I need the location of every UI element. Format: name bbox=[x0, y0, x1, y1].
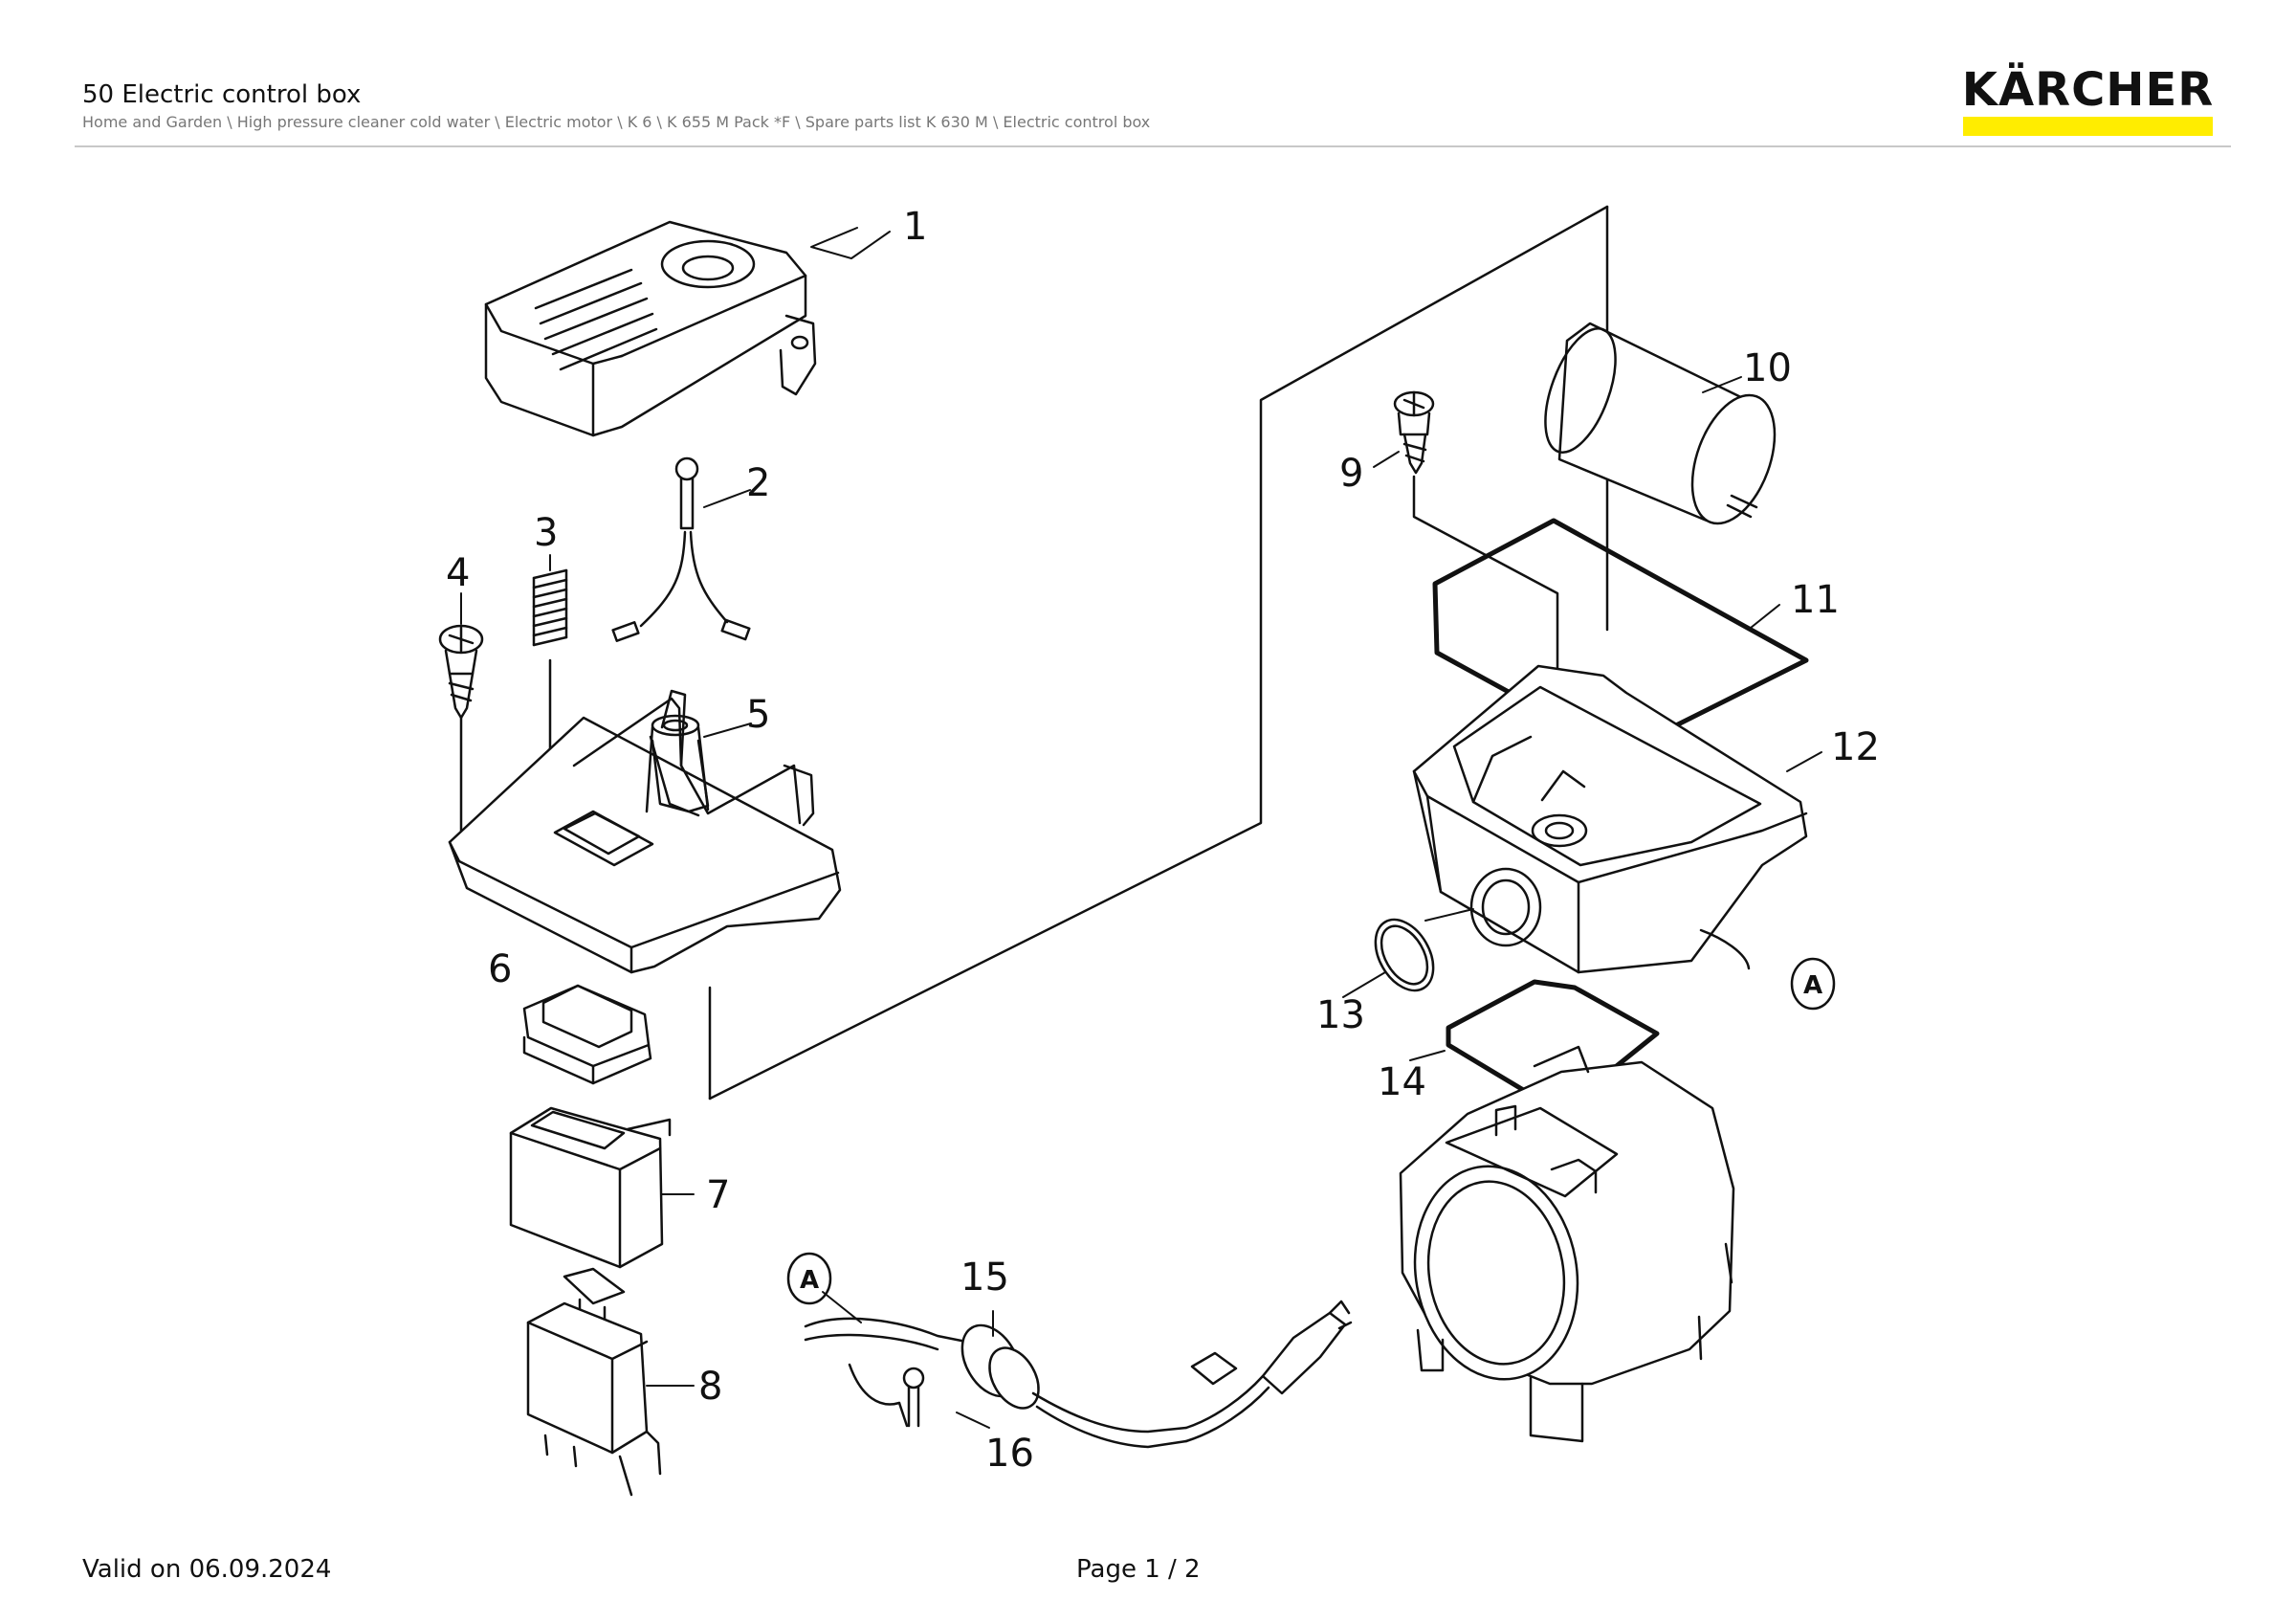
part-switch-housing bbox=[448, 689, 842, 974]
part-power-cord bbox=[804, 1300, 1353, 1449]
assembly-outline-lines bbox=[708, 205, 1609, 1101]
callout-11: 11 bbox=[1791, 578, 1840, 622]
reference-marker-left: A bbox=[786, 1252, 832, 1305]
page-title: 50 Electric control box bbox=[82, 80, 362, 109]
callout-2: 2 bbox=[746, 461, 770, 505]
valid-date: Valid on 06.09.2024 bbox=[82, 1555, 332, 1584]
callout-14: 14 bbox=[1378, 1060, 1426, 1104]
header-divider bbox=[75, 145, 2231, 147]
callout-15: 15 bbox=[960, 1256, 1009, 1300]
svg-text:A: A bbox=[1803, 971, 1822, 1000]
callout-4: 4 bbox=[446, 551, 470, 595]
callout-9: 9 bbox=[1339, 452, 1363, 496]
callout-3: 3 bbox=[534, 511, 558, 555]
part-capacitor bbox=[1544, 322, 1777, 525]
callout-8: 8 bbox=[698, 1365, 722, 1409]
reference-marker-right: A bbox=[1790, 957, 1836, 1011]
callout-10: 10 bbox=[1743, 346, 1792, 390]
part-control-module bbox=[526, 1267, 662, 1497]
brand-logo-bar bbox=[1963, 117, 2213, 136]
brand-logo: KÄRCHER bbox=[1961, 63, 2215, 138]
callout-13: 13 bbox=[1316, 993, 1365, 1037]
part-o-ring bbox=[1374, 918, 1435, 992]
part-cable bbox=[611, 456, 751, 642]
callout-7: 7 bbox=[706, 1173, 730, 1217]
part-cap bbox=[509, 1106, 672, 1269]
part-screw-4 bbox=[438, 624, 484, 844]
callout-1: 1 bbox=[903, 205, 927, 249]
part-switch bbox=[522, 984, 652, 1085]
brand-logo-text: KÄRCHER bbox=[1961, 63, 2215, 117]
callout-12: 12 bbox=[1831, 725, 1880, 769]
part-cover bbox=[484, 220, 817, 437]
page-number: Page 1 / 2 bbox=[1076, 1555, 1201, 1584]
part-box-housing bbox=[1412, 664, 1808, 974]
leader-lines bbox=[460, 227, 1822, 1429]
callout-6: 6 bbox=[488, 947, 512, 991]
breadcrumb: Home and Garden \ High pressure cleaner … bbox=[82, 113, 1151, 131]
svg-text:A: A bbox=[800, 1266, 819, 1295]
motor-housing bbox=[1399, 1045, 1735, 1443]
callout-5: 5 bbox=[746, 693, 770, 737]
callout-16: 16 bbox=[985, 1432, 1034, 1476]
